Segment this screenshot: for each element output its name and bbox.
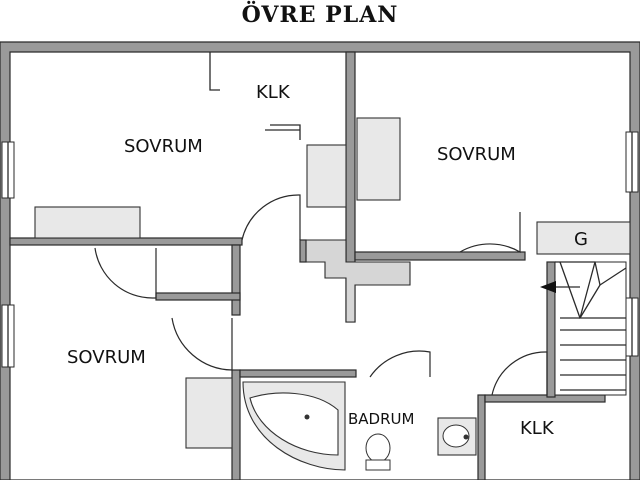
door-top-right <box>459 212 521 254</box>
klk-top-wall-a <box>209 52 220 91</box>
wall-h-closet <box>155 292 241 301</box>
wardrobe-top-right <box>356 117 401 201</box>
room-label-klk-bottom: KLK <box>520 418 555 439</box>
door-top-left <box>241 194 301 241</box>
room-label-sovrum-top-right: SOVRUM <box>437 144 516 165</box>
bed-bottom-left <box>185 377 233 449</box>
wall-v-closet <box>231 244 241 316</box>
label-g: G <box>574 229 588 250</box>
wall-h-bath-top <box>239 369 357 378</box>
stair-arrow-icon <box>540 281 556 293</box>
bathtub-drain <box>304 414 310 420</box>
wall-h-right-mid <box>354 251 526 261</box>
room-label-sovrum-top-left: SOVRUM <box>124 136 203 157</box>
landing-column <box>299 239 307 263</box>
door-bath <box>369 350 431 378</box>
klk-top-wall-b <box>270 124 301 140</box>
room-label-sovrum-bottom-left: SOVRUM <box>67 347 146 368</box>
door-bottom-left <box>171 317 233 371</box>
toilet-bowl <box>365 433 391 463</box>
room-label-badrum: BADRUM <box>348 410 414 428</box>
room-label-klk-top: KLK <box>256 82 291 103</box>
staircase <box>554 261 627 396</box>
desk-top-mid <box>306 144 347 208</box>
door-klk-bottom <box>491 351 548 396</box>
wall-h-left-mid <box>9 237 243 246</box>
wall-v-bath-right <box>477 394 486 480</box>
bed-top-left <box>34 206 141 239</box>
wall-v-bath-left <box>231 369 241 480</box>
bathtub-inner <box>249 392 339 456</box>
sink-basin <box>442 424 470 448</box>
sink-drain <box>463 434 469 440</box>
plan-title: ÖVRE PLAN <box>241 2 399 28</box>
toilet-tank <box>365 459 391 471</box>
wall-h-klk-bottom <box>484 394 606 403</box>
g-box <box>536 221 631 255</box>
landing-area <box>304 239 411 323</box>
door-closet <box>94 247 157 299</box>
